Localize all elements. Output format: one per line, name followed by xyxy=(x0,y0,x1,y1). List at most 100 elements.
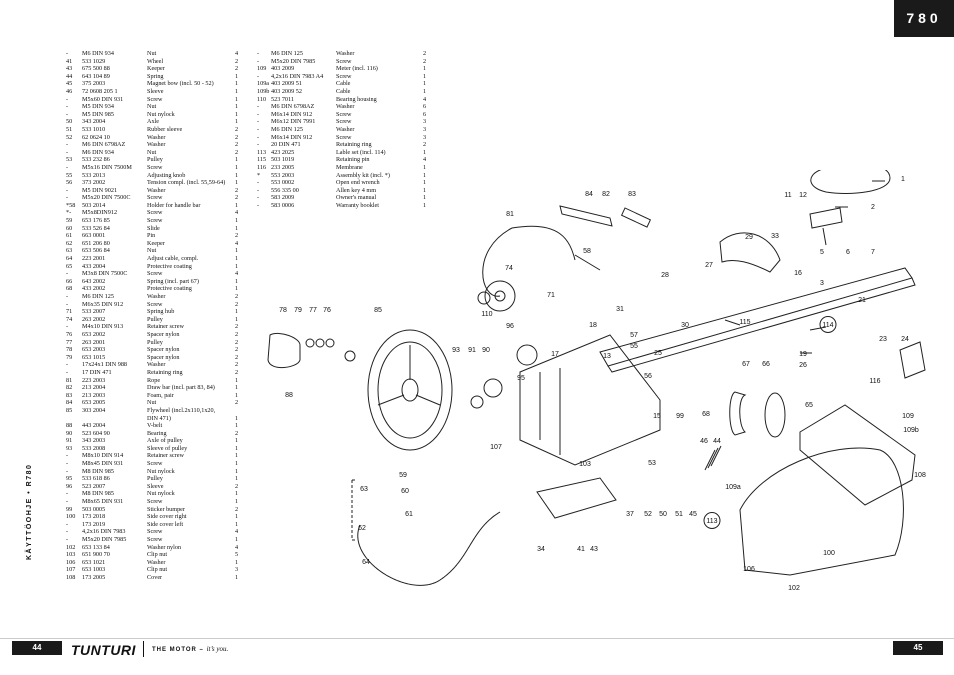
part-number: - xyxy=(66,520,69,528)
handle-shape xyxy=(559,205,613,227)
part-description: Nut xyxy=(147,399,157,407)
diagram-callout: 3 xyxy=(820,280,824,287)
part-code: 423 2025 xyxy=(271,148,295,156)
part-number: - xyxy=(66,293,69,300)
diagram-callout: 34 xyxy=(537,546,545,553)
part-number: 84 xyxy=(66,399,73,407)
diagram-callout: 83 xyxy=(628,191,636,198)
part-number: 76 xyxy=(66,330,73,338)
part-description: Spring xyxy=(147,72,164,80)
part-number: 45 xyxy=(66,80,73,88)
part-code: 653 506 84 xyxy=(82,247,110,255)
part-code: 653 2002 xyxy=(82,330,106,338)
part-quantity: 1 xyxy=(423,163,427,171)
part-number: 100 xyxy=(66,513,76,521)
part-code: 653 2003 xyxy=(82,346,106,354)
part-quantity: 2 xyxy=(235,353,239,361)
part-quantity: 1 xyxy=(423,72,427,80)
part-description: Retainer screw xyxy=(147,323,184,331)
part-number: 91 xyxy=(66,437,73,445)
diagram-callout: 114 xyxy=(822,322,833,329)
part-description: Washer xyxy=(147,558,166,566)
diagram-callout: 30 xyxy=(681,322,689,329)
diagram-callout: 96 xyxy=(506,323,514,330)
part-description: Membrane xyxy=(336,163,363,171)
diagram-callout: 59 xyxy=(399,472,407,479)
diagram-callout: 12 xyxy=(799,192,807,199)
part-number: 113 xyxy=(257,148,267,156)
page-number-left: 44 xyxy=(12,641,62,655)
diagram-callout: 63 xyxy=(360,486,368,493)
part-code: 213 2004 xyxy=(82,384,106,392)
magnet-bow-shape xyxy=(729,391,747,436)
diagram-callout: 74 xyxy=(505,265,513,272)
part-quantity: 1 xyxy=(235,118,239,126)
part-quantity: 1 xyxy=(235,247,239,255)
part-quantity: 3 xyxy=(235,566,239,574)
part-number: 52 xyxy=(66,133,73,141)
part-number: - xyxy=(66,194,69,202)
diagram-callout: 116 xyxy=(869,378,880,385)
part-quantity: 4 xyxy=(235,209,239,217)
part-code: 20 DIN 471 xyxy=(271,141,301,149)
part-description: Sleeve of pulley xyxy=(147,444,188,452)
part-quantity: 1 xyxy=(235,103,239,111)
part-code: 503 0005 xyxy=(82,505,106,513)
part-description: Nut nylock xyxy=(147,467,175,475)
diagram-callout: 24 xyxy=(901,336,909,343)
part-number: 62 xyxy=(66,239,73,247)
front-frame-shape xyxy=(519,334,661,466)
adjust-cable-shape xyxy=(357,511,501,586)
part-code: 403 2009 xyxy=(271,65,295,73)
part-quantity: 2 xyxy=(235,194,239,202)
part-code: M6 DIN 125 xyxy=(82,293,114,300)
part-quantity: 2 xyxy=(235,361,239,369)
part-description: Tension compl. (incl. 55,59-64) xyxy=(147,179,226,187)
part-number: 61 xyxy=(66,232,73,240)
part-description: Screw xyxy=(336,110,352,118)
part-number: 82 xyxy=(66,384,73,392)
diagram-callout: 93 xyxy=(452,347,460,354)
part-description: Nut nylock xyxy=(147,110,175,118)
diagram-callout: 53 xyxy=(648,460,656,467)
part-number: - xyxy=(66,490,69,498)
part-description: Screw xyxy=(147,498,163,506)
diagram-callout: 6 xyxy=(846,249,850,256)
part-number: 50 xyxy=(66,118,73,126)
tunturi-logo: TUNTURI xyxy=(71,642,136,658)
part-code: 675 500 88 xyxy=(82,65,110,73)
part-quantity: 2 xyxy=(235,148,239,156)
diagram-callout: 79 xyxy=(294,307,302,314)
part-description: Sticker bumper xyxy=(147,505,185,513)
part-code: 553 0002 xyxy=(271,179,295,187)
part-description: Side cover left xyxy=(147,520,184,528)
part-quantity: 3 xyxy=(423,118,427,126)
diagram-callout: 11 xyxy=(784,192,791,199)
part-description: Open end wrench xyxy=(336,179,380,187)
part-description: Pulley xyxy=(147,475,163,483)
part-description: Adjust cable, compl. xyxy=(147,255,199,263)
diagram-callout: 91 xyxy=(468,347,476,354)
part-quantity: 1 xyxy=(235,513,239,521)
part-code: 523 7011 xyxy=(271,95,294,103)
part-code: M6x12 DIN 7991 xyxy=(271,118,316,126)
part-description: Bearing xyxy=(147,429,167,437)
part-code: 523 604 90 xyxy=(82,429,110,437)
diagram-callout: 84 xyxy=(585,191,593,198)
part-number: - xyxy=(257,194,260,202)
